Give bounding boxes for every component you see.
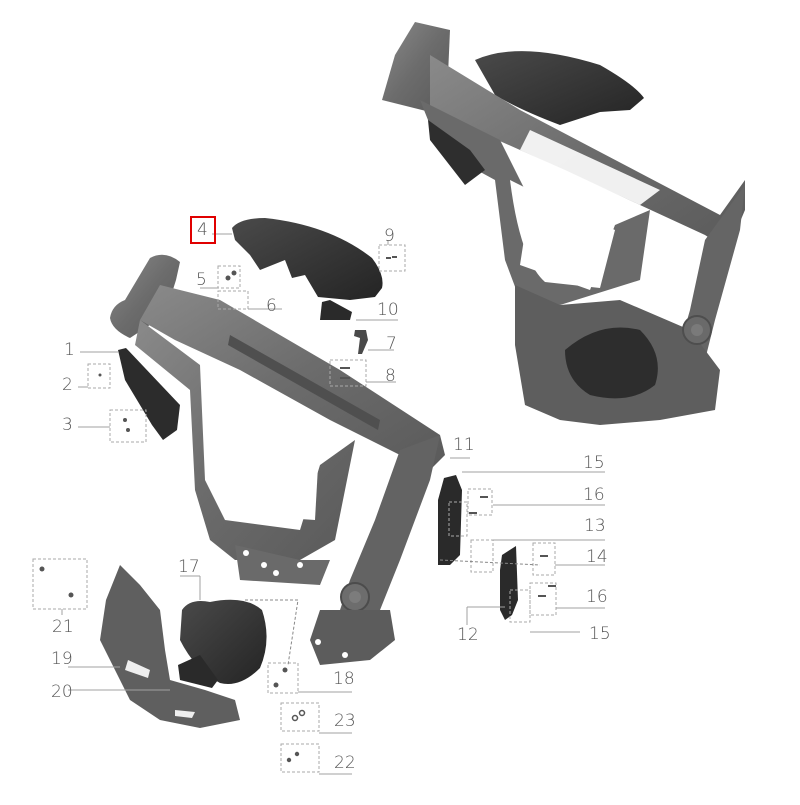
assembled-downtube [420,100,650,305]
box-part-5 [217,265,241,289]
callout-15: 15 [583,453,605,473]
highlight-box-part-4 [190,216,216,244]
downtube [135,320,355,560]
callout-4[interactable]: 4 [197,220,208,240]
callout-17: 17 [178,557,200,577]
box-part-16 [467,488,493,516]
box-part-2 [87,363,111,389]
callout-16: 16 [583,485,605,505]
assembled-sprocket-cover [565,327,658,399]
part-1-side-plate [118,348,180,440]
assembled-main-spar [430,55,745,250]
part-10-bracket [320,300,352,320]
callout-15-lower: 15 [589,624,611,644]
box-part-15b [509,589,531,623]
part-12-guard [500,546,518,620]
callout-20: 20 [51,682,73,702]
box-part-6 [217,290,249,310]
box-part-13 [470,539,494,573]
callout-21: 21 [52,617,74,637]
callout-11: 11 [453,435,475,455]
box-part-15 [448,501,468,537]
callout-7: 7 [386,334,397,354]
callout-18: 18 [333,669,355,689]
callout-22: 22 [334,753,356,773]
callout-9: 9 [384,226,395,246]
fastener-glyphs [39,256,556,763]
part-7-clip [354,330,368,354]
fastener-boxes [32,244,557,773]
callout-5: 5 [196,270,207,290]
assembled-frame-view [382,22,745,425]
exploded-frame [110,254,445,665]
callout-12: 12 [457,625,479,645]
callout-14: 14 [586,547,608,567]
callout-13: 13 [584,516,606,536]
part-11-guard [438,475,462,565]
part-19-skid-plate [100,565,240,728]
part-4-tank-cover [232,218,383,300]
box-part-8 [329,359,367,387]
callout-3: 3 [62,415,73,435]
box-part-3 [109,409,147,443]
box-part-14 [532,542,556,576]
callout-1: 1 [64,340,75,360]
box-part-16b [529,582,557,616]
callout-8: 8 [385,366,396,386]
callout-16-lower: 16 [586,587,608,607]
leader-lines [61,233,605,775]
head-tube [110,254,180,338]
callout-10: 10 [377,300,399,320]
assembled-tank-cover [475,51,644,125]
callout-2: 2 [62,375,73,395]
box-part-18 [267,662,299,694]
callout-6: 6 [266,296,277,316]
callout-19: 19 [51,649,73,669]
box-part-23 [280,702,320,732]
box-part-22 [280,743,320,773]
box-part-9 [378,244,406,272]
callout-23: 23 [334,711,356,731]
box-part-21 [32,558,88,610]
